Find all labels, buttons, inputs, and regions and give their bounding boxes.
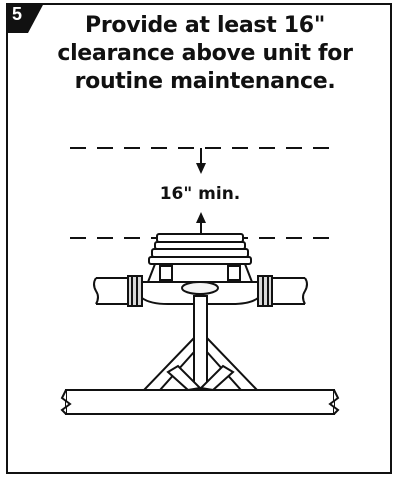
support-post [193, 295, 208, 389]
floor-beam [60, 389, 340, 415]
heading-line-3: routine maintenance. [74, 69, 336, 94]
left-pipe [93, 275, 143, 307]
down-arrow-head [196, 163, 206, 174]
unit-body [141, 263, 259, 305]
step-number: 5 [12, 4, 23, 24]
unit-lid [148, 233, 252, 265]
heading-line-2: clearance above unit for [57, 41, 353, 66]
instruction-heading: Provide at least 16" clearance above uni… [40, 12, 370, 96]
clearance-dimension-label: 16" min. [159, 184, 241, 204]
step-badge [6, 3, 44, 33]
right-pipe [257, 275, 308, 307]
heading-line-1: Provide at least 16" [85, 13, 325, 38]
up-arrow-head [196, 212, 206, 223]
diagonal-bracing [141, 335, 260, 392]
